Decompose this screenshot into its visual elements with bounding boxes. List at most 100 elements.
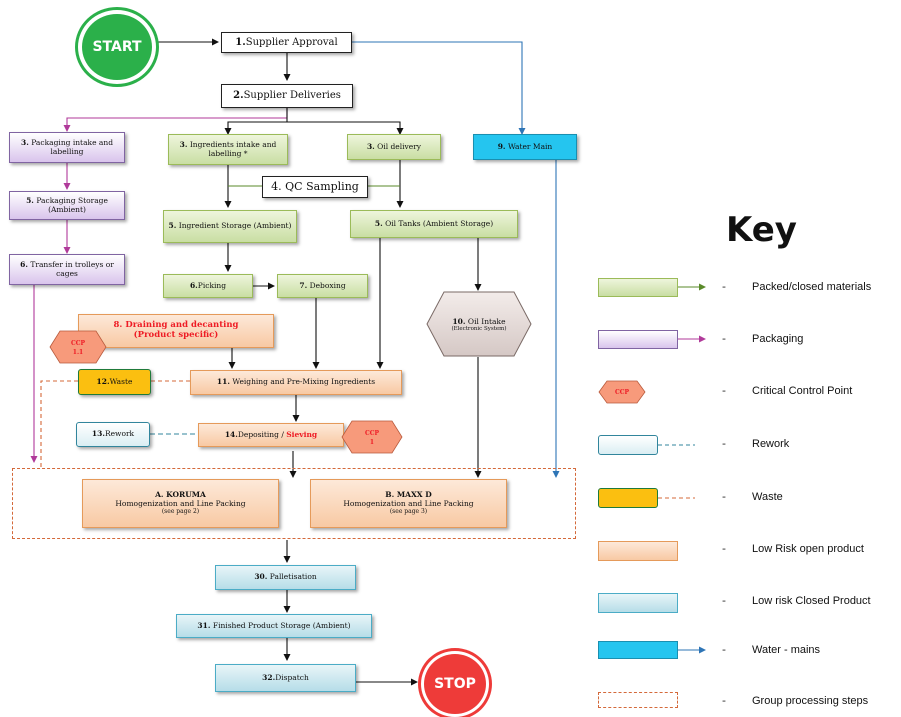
key-swatch-ccp: CCP xyxy=(598,380,646,404)
key-swatch-packed xyxy=(598,278,678,297)
key-label-packed: Packed/closed materials xyxy=(752,281,872,293)
step-30-num: 30. xyxy=(254,572,268,582)
step-8-draining-decanting: 8. Draining and decanting (Product speci… xyxy=(78,314,274,348)
step-9-num: 9. xyxy=(497,141,506,151)
step-9-water-main: 9. Water Main xyxy=(473,134,577,160)
key-dash-6: - xyxy=(722,542,726,555)
key-title: Key xyxy=(726,210,797,250)
step-5-packaging-storage: 5. Packaging Storage (Ambient) xyxy=(9,191,125,220)
key-label-ccp: Critical Control Point xyxy=(752,385,853,397)
key-dash-9: - xyxy=(722,694,726,707)
step-1-supplier-approval: 1.Supplier Approval xyxy=(221,32,352,53)
stop-terminal: STOP xyxy=(421,651,489,717)
step-31-finished-storage: 31. Finished Product Storage (Ambient) xyxy=(176,614,372,638)
step-8-line2: (Product specific) xyxy=(133,330,219,340)
step-5-oil-tanks: 5. Oil Tanks (Ambient Storage) xyxy=(350,210,518,238)
key-swatch-packaging xyxy=(598,330,678,349)
step-5-oil-text: Oil Tanks (Ambient Storage) xyxy=(385,218,494,228)
key-label-low-risk-closed: Low risk Closed Product xyxy=(752,595,871,607)
step-3-ingr-text: Ingredients intake and labelling * xyxy=(189,139,277,158)
step-3-oil-delivery: 3. Oil delivery xyxy=(347,134,441,160)
step-6-picking: 6.Picking xyxy=(163,274,253,298)
step-3-ingr-num: 3. xyxy=(179,139,188,149)
key-label-packaging: Packaging xyxy=(752,333,804,345)
step-11-weighing-premixing: 11. Weighing and Pre-Mixing Ingredients xyxy=(190,370,402,395)
step-7-text: Deboxing xyxy=(309,280,346,290)
step-6-trans-text: Transfer in trolleys or cages xyxy=(30,259,114,278)
step-9-text: Water Main xyxy=(507,141,553,151)
step-1-text: Supplier Approval xyxy=(245,36,338,48)
step-3-oil-text: Oil delivery xyxy=(377,141,422,151)
group-processing-steps xyxy=(12,468,576,539)
key-label-group: Group processing steps xyxy=(752,695,869,707)
step-10-num: 10. xyxy=(452,316,466,326)
step-31-text: Finished Product Storage (Ambient) xyxy=(212,620,351,630)
ccp-1-1-label: CCP xyxy=(71,340,86,347)
line-a-koruma: A. KORUMA Homogenization and Line Packin… xyxy=(82,479,279,528)
step-12-text: Waste xyxy=(109,376,133,386)
key-label-rework: Rework xyxy=(752,438,790,450)
step-7-deboxing: 7. Deboxing xyxy=(277,274,368,298)
key-dash-7: - xyxy=(722,594,726,607)
ccp-1-hexagon: CCP 1 xyxy=(341,420,403,454)
step-6-trans-num: 6. xyxy=(20,259,28,269)
key-ccp-label: CCP xyxy=(615,389,630,396)
key-label-low-risk-open: Low Risk open product xyxy=(752,543,864,555)
key-dash-8: - xyxy=(722,643,726,656)
key-swatch-waste xyxy=(598,488,658,508)
step-8-line1: 8. Draining and decanting xyxy=(113,320,239,331)
step-2-supplier-deliveries: 2.Supplier Deliveries xyxy=(221,84,353,108)
step-30-text: Palletisation xyxy=(269,572,317,582)
ccp-1-num: 1 xyxy=(370,439,374,446)
key-swatch-water-mains xyxy=(598,641,678,659)
step-6-pick-num: 6. xyxy=(189,280,198,290)
step-2-text: Supplier Deliveries xyxy=(243,90,341,102)
step-5-pack-num: 5. xyxy=(26,195,34,205)
step-4-text: 4. QC Sampling xyxy=(271,179,359,193)
step-13-rework: 13.Rework xyxy=(76,422,150,447)
step-5-oil-num: 5. xyxy=(374,218,383,228)
step-2-num: 2. xyxy=(233,90,244,102)
start-label: START xyxy=(92,39,142,55)
step-3-ingredients-intake: 3. Ingredients intake and labelling * xyxy=(168,134,288,165)
line-b-text: Homogenization and Line Packing xyxy=(343,499,474,509)
step-32-num: 32. xyxy=(262,672,276,682)
line-b-page: (see page 3) xyxy=(389,507,428,515)
key-label-waste: Waste xyxy=(752,491,783,503)
step-11-text: Weighing and Pre-Mixing Ingredients xyxy=(232,377,376,387)
start-terminal: START xyxy=(78,10,156,84)
step-7-num: 7. xyxy=(299,280,308,290)
key-label-water-mains: Water - mains xyxy=(752,644,821,656)
step-32-dispatch: 32.Dispatch xyxy=(215,664,356,692)
step-32-text: Dispatch xyxy=(275,672,309,682)
step-3-oil-num: 3. xyxy=(366,141,375,151)
step-10-text: Oil Intake xyxy=(467,316,506,326)
step-3-pack-num: 3. xyxy=(20,137,29,147)
step-12-num: 12. xyxy=(96,376,110,386)
step-14-sieving: Sieving xyxy=(286,429,318,439)
key-dash-2: - xyxy=(722,332,726,345)
step-14-text: Depositing / xyxy=(237,429,287,439)
step-10-oil-intake: 10. Oil Intake (Electronic System) xyxy=(446,300,512,350)
step-13-text: Rework xyxy=(104,429,135,439)
step-6-pick-text: Picking xyxy=(197,280,227,290)
step-5-ingredient-storage: 5. Ingredient Storage (Ambient) xyxy=(163,210,297,243)
step-4-qc-sampling: 4. QC Sampling xyxy=(262,176,368,198)
step-14-num: 14. xyxy=(224,429,238,439)
ccp-1-1-hexagon: CCP 1.1 xyxy=(49,330,107,364)
key-swatch-low-risk-closed xyxy=(598,593,678,613)
line-b-title: B. MAXX D xyxy=(385,490,432,500)
step-10-oil-intake-shape xyxy=(426,291,532,357)
step-31-num: 31. xyxy=(197,620,211,630)
step-3-pack-text: Packaging intake and labelling xyxy=(31,137,114,156)
step-6-transfer-trolleys: 6. Transfer in trolleys or cages xyxy=(9,254,125,285)
step-5-pack-text: Packaging Storage (Ambient) xyxy=(36,195,108,214)
key-swatch-rework xyxy=(598,435,658,455)
step-3-packaging-intake: 3. Packaging intake and labelling xyxy=(9,132,125,163)
line-b-maxx-d: B. MAXX D Homogenization and Line Packin… xyxy=(310,479,507,528)
key-swatch-low-risk-open xyxy=(598,541,678,561)
step-10-sub: (Electronic System) xyxy=(451,326,507,333)
step-11-num: 11. xyxy=(216,377,230,387)
ccp-1-label: CCP xyxy=(365,430,380,437)
stop-label: STOP xyxy=(434,676,476,692)
